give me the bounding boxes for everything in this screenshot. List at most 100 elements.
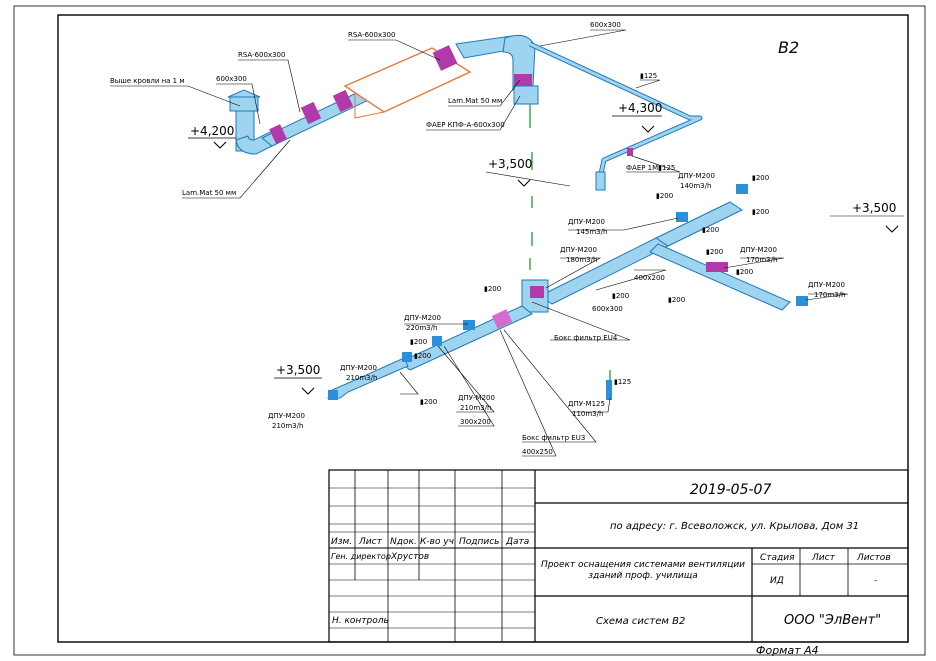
label-rsa-2: RSA-600x300 [348, 31, 395, 39]
fitting-left-2 [300, 101, 322, 125]
name-gen-director: Хрустов [390, 552, 429, 562]
duct-125-end [595, 171, 606, 191]
label-d200-2: ▮200 [752, 208, 769, 216]
label-dpu-210b: ДПУ-М200 [458, 394, 495, 402]
col-data: Дата [505, 537, 529, 547]
box-filter-eu3 [491, 309, 513, 329]
outer-frame [13, 5, 926, 656]
eu4-fitting [530, 286, 544, 298]
label-dpu-210b-flow: 210m3/h [460, 404, 491, 412]
label-dpu-125: ДПУ-М125 [568, 400, 605, 408]
annotations: Выше кровли на 1 м 600х300 RSA-600x300 R… [110, 21, 845, 456]
title-date: 2019-05-07 [690, 482, 771, 498]
stage-value: ИД [770, 576, 784, 586]
label-dpu-210c: ДПУ-М200 [268, 412, 305, 420]
sheets-header: Листов [856, 553, 891, 563]
ductwork [227, 34, 808, 400]
diffuser-125 [606, 380, 612, 400]
label-roof: Выше кровли на 1 м [110, 77, 185, 85]
label-rsa-1: RSA-600x300 [238, 51, 285, 59]
elevation-4300: +4,300 [612, 101, 662, 133]
col-izm: Изм. [331, 537, 352, 547]
diffuser-210b [432, 336, 442, 346]
label-d200-10b: ▮200 [414, 352, 431, 360]
sheets-value: - [874, 576, 877, 586]
title-address: по адресу: г. Всеволожск, ул. Крылова, Д… [610, 521, 859, 532]
label-125-top: ▮125 [640, 72, 657, 80]
elevation-marks: +4,200 +4,300 +3,500 +3,500 +3,500 [188, 101, 904, 395]
label-600x300-a: 600х300 [216, 75, 247, 83]
svg-text:+4,200: +4,200 [190, 124, 234, 138]
duct-400x200-right [654, 201, 744, 247]
label-dpu-180-flow: 180m3/h [566, 256, 597, 264]
label-300x200: 300х200 [460, 418, 491, 426]
col-ndok: Nдок. [390, 537, 417, 547]
label-d200-8: ▮200 [612, 292, 629, 300]
title-block-text: 2019-05-07 по адресу: г. Всеволожск, ул.… [331, 482, 891, 657]
vertical-markers [529, 104, 611, 380]
label-d200-9: ▮200 [484, 285, 501, 293]
label-dpu-145-flow: 145m3/h [576, 228, 607, 236]
diffuser-170a [706, 262, 728, 272]
label-d200-1: ▮200 [752, 174, 769, 182]
diffuser-220 [463, 320, 475, 330]
label-400x200: 400х200 [634, 274, 665, 282]
sheet-header: Лист [811, 553, 836, 563]
label-d200-11: ▮200 [420, 398, 437, 406]
label-dpu-145: ДПУ-М200 [568, 218, 605, 226]
label-dpu-220: ДПУ-М200 [404, 314, 441, 322]
svg-text:+3,500: +3,500 [276, 363, 320, 377]
faer1m-fitting [627, 148, 633, 156]
label-dpu-125-flow: 110m3/h [572, 410, 603, 418]
fitting-left-3 [332, 89, 354, 113]
svg-text:+3,500: +3,500 [852, 201, 896, 215]
label-dpu-210a: ДПУ-М200 [340, 364, 377, 372]
branch-right-down [649, 243, 791, 311]
format-label: Формат А4 [756, 644, 819, 657]
diffuser-170b [796, 296, 808, 306]
label-dpu-210a-flow: 210m3/h [346, 374, 377, 382]
label-dpu-140: ДПУ-М200 [678, 172, 715, 180]
diffuser-210a [402, 352, 412, 362]
label-box-eu4: Бокс фильтр EU4 [554, 334, 618, 342]
label-dpu-210c-flow: 210m3/h [272, 422, 303, 430]
diffuser-210c [328, 390, 338, 400]
fitting-left-1 [269, 124, 287, 144]
label-d200-7: ▮200 [668, 296, 685, 304]
elevation-3500-b: +3,500 [830, 201, 904, 233]
col-podpis: Подпись [459, 537, 499, 547]
elevation-3500-c: +3,500 [274, 363, 322, 395]
diffuser-145 [676, 212, 688, 222]
riser-600x300 [513, 85, 539, 105]
label-d200-3: ▮200 [656, 192, 673, 200]
label-faer-kpf: ФАЕР КПФ-А-600х300 [426, 121, 505, 129]
diffuser-140 [736, 184, 748, 194]
stage-header: Стадия [760, 553, 795, 563]
label-125-low: ▮125 [614, 378, 631, 386]
label-dpu-170b-flow: 170m3/h [814, 291, 845, 299]
roof-cap-top [227, 89, 261, 98]
fitting-top-1 [432, 45, 458, 71]
label-d200-5: ▮200 [706, 248, 723, 256]
elevation-4200: +4,200 [188, 124, 236, 149]
label-dpu-180: ДПУ-М200 [560, 246, 597, 254]
label-d200-6: ▮200 [736, 268, 753, 276]
label-d200-10: ▮200 [410, 338, 427, 346]
label-box-eu3: Бокс фильтр EU3 [522, 434, 585, 442]
scheme-title: Схема систем В2 [596, 616, 685, 627]
label-600x300-b: 600х300 [590, 21, 621, 29]
label-600x300-c: 600х300 [592, 305, 623, 313]
label-faer1m: ФАЕР 1М▮125 [626, 164, 675, 172]
label-lam-1: Lam.Mat 50 мм [448, 97, 502, 105]
label-dpu-140-flow: 140m3/h [680, 182, 711, 190]
svg-text:+3,500: +3,500 [488, 157, 532, 171]
col-kvo: К-во уч [420, 537, 454, 547]
label-400x250: 400х250 [522, 448, 553, 456]
label-d200-4: ▮200 [702, 226, 719, 234]
svg-text:+4,300: +4,300 [618, 101, 662, 115]
company-name: ООО "ЭлВент" [784, 613, 881, 628]
leader-lines [110, 29, 849, 457]
system-label: В2 [778, 38, 799, 57]
